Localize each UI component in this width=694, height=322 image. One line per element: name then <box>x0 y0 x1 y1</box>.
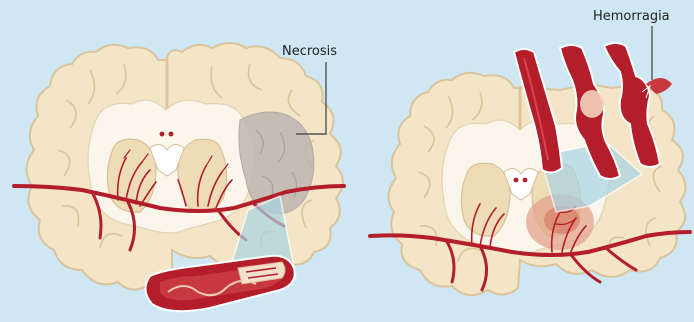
right-small-vessel-dot <box>514 178 519 183</box>
aneurysm-bulge <box>580 90 604 118</box>
left-small-vessel-dot <box>169 132 174 137</box>
left-brain-section <box>14 43 344 311</box>
left-small-vessel-dot <box>160 132 165 137</box>
necrosis-label: Necrosis <box>282 44 337 59</box>
right-small-vessel-dot <box>523 178 528 183</box>
hemorrhage-label: Hemorragia <box>593 9 670 24</box>
right-brain-section <box>370 26 690 295</box>
